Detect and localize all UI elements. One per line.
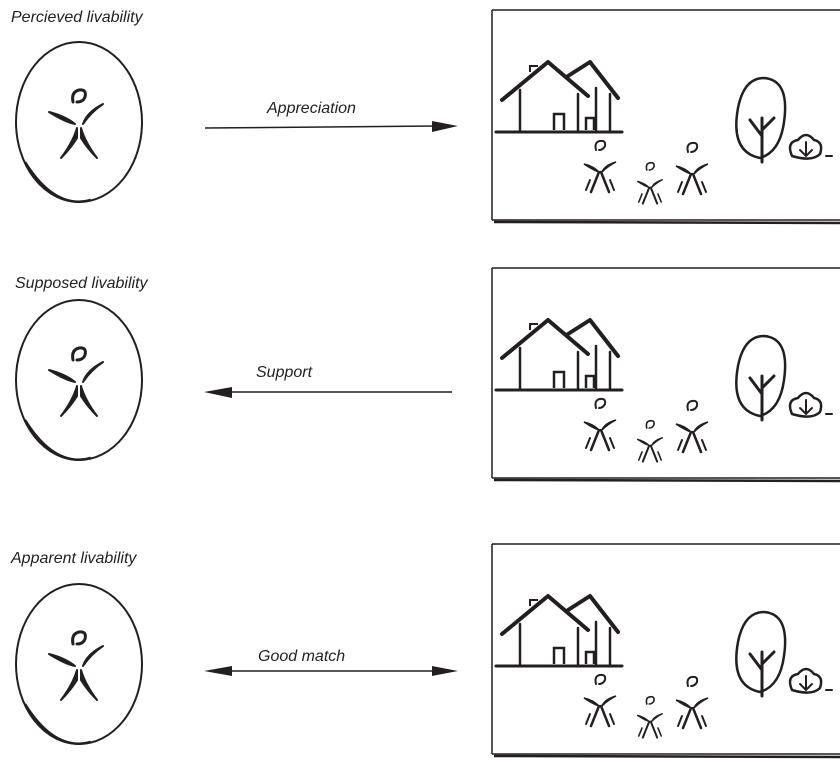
relation-label: Good match <box>258 648 346 665</box>
village-scene <box>492 268 840 481</box>
person-in-oval-icon <box>16 584 142 744</box>
person-in-oval-icon <box>16 300 142 460</box>
row-title: Apparent livability <box>11 550 137 567</box>
relation-label: Appreciation <box>267 100 356 117</box>
arrow-right <box>204 121 458 132</box>
row-title: Percieved livability <box>11 9 143 26</box>
village-scene <box>492 544 840 757</box>
person-in-oval-icon <box>16 42 142 202</box>
relation-label: Support <box>256 364 313 381</box>
village-scene <box>492 10 840 223</box>
arrow-left <box>204 387 452 398</box>
arrow-double <box>204 666 458 676</box>
row-title: Supposed livability <box>15 275 148 292</box>
